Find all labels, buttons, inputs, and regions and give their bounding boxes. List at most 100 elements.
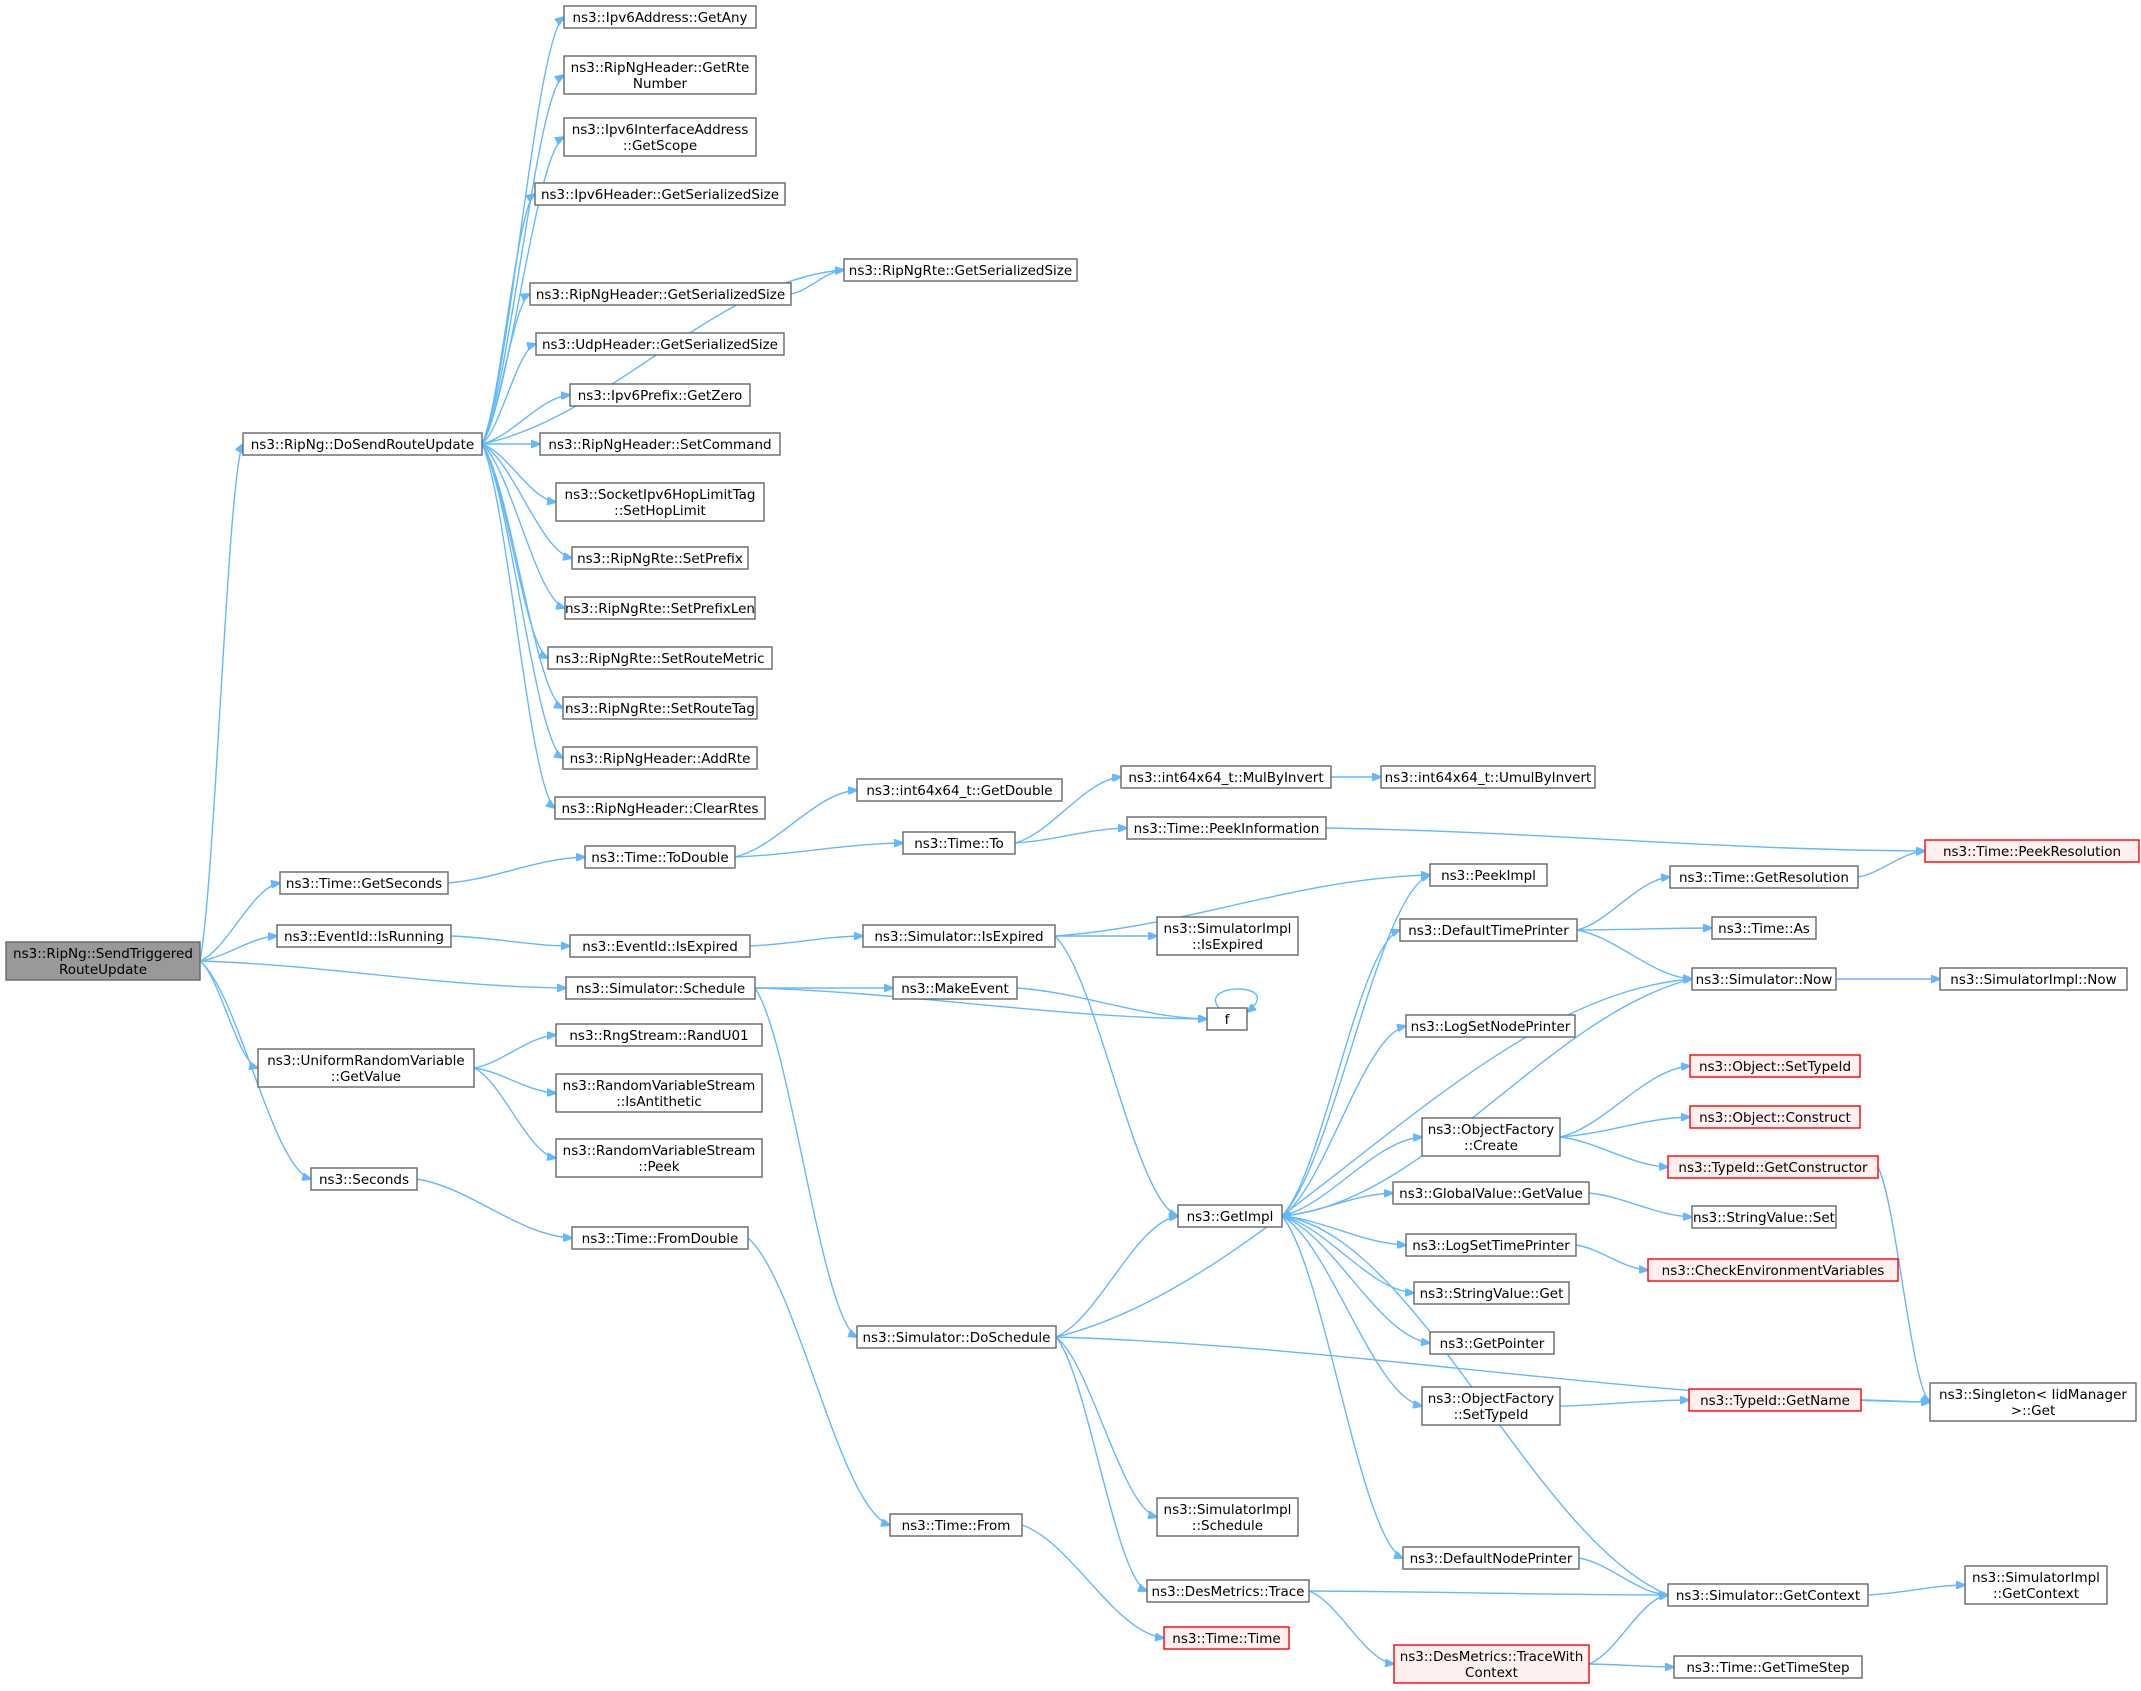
node-logsettimeprinter[interactable]: ns3::LogSetTimePrinter [1405, 1233, 1577, 1257]
node-peekres[interactable]: ns3::Time::PeekResolution [1924, 839, 2140, 863]
node-simnow[interactable]: ns3::Simulator::Now [1691, 967, 1837, 991]
node-objconstruct[interactable]: ns3::Object::Construct [1689, 1105, 1861, 1129]
node-doschedule[interactable]: ns3::Simulator::DoSchedule [856, 1325, 1057, 1349]
node-label: ns3::RandomVariableStream [563, 1143, 756, 1159]
node-timeas[interactable]: ns3::Time::As [1711, 916, 1817, 940]
node-box [569, 934, 751, 958]
node-label: ns3::ObjectFactory [1428, 1391, 1555, 1407]
node-label: ns3::GetImpl [1187, 1209, 1274, 1225]
node-simgetcontext[interactable]: ns3::Simulator::GetContext [1667, 1583, 1869, 1607]
node-getimpl[interactable]: ns3::GetImpl [1177, 1204, 1283, 1228]
node-getconstructor[interactable]: ns3::TypeId::GetConstructor [1667, 1155, 1879, 1179]
node-isantithetic[interactable]: ns3::RandomVariableStream::IsAntithetic [555, 1073, 763, 1113]
node-gettimestep[interactable]: ns3::Time::GetTimeStep [1673, 1655, 1863, 1679]
node-defaulttimeprinter[interactable]: ns3::DefaultTimePrinter [1399, 918, 1578, 942]
node-label: Number [633, 76, 688, 92]
node-peekinfo[interactable]: ns3::Time::PeekInformation [1126, 816, 1327, 840]
node-simimplisexpired[interactable]: ns3::SimulatorImpl::IsExpired [1156, 916, 1299, 956]
edge-getimpl-to-ofsettypeid [1281, 1215, 1422, 1406]
node-addrte[interactable]: ns3::RipNgHeader::AddRte [562, 746, 758, 770]
node-gvgetvalue[interactable]: ns3::GlobalValue::GetValue [1392, 1181, 1590, 1205]
node-i64getdouble[interactable]: ns3::int64x64_t::GetDouble [856, 778, 1063, 802]
node-label: >::Get [2011, 1403, 2055, 1419]
node-label: ::Schedule [1192, 1518, 1263, 1534]
node-box [1429, 863, 1548, 887]
node-simisexpired[interactable]: ns3::Simulator::IsExpired [862, 924, 1056, 948]
edge-uniformgetvalue-to-isantithetic [473, 1067, 556, 1093]
node-dosend[interactable]: ns3::RipNg::DoSendRouteUpdate [242, 432, 483, 456]
node-setprefix[interactable]: ns3::RipNgRte::SetPrefix [571, 546, 749, 570]
node-label: ns3::LogSetTimePrinter [1412, 1238, 1570, 1254]
node-evisexpired[interactable]: ns3::EventId::IsExpired [569, 934, 751, 958]
node-peekimpl[interactable]: ns3::PeekImpl [1429, 863, 1548, 887]
node-mulbyinvert[interactable]: ns3::int64x64_t::MulByInvert [1120, 765, 1332, 789]
node-getseconds[interactable]: ns3::Time::GetSeconds [279, 871, 449, 895]
node-uniformgetvalue[interactable]: ns3::UniformRandomVariable::GetValue [257, 1048, 475, 1088]
node-getpointer[interactable]: ns3::GetPointer [1429, 1331, 1555, 1355]
node-getresolution[interactable]: ns3::Time::GetResolution [1669, 865, 1859, 889]
node-simimplgetcontext[interactable]: ns3::SimulatorImpl::GetContext [1964, 1565, 2108, 1605]
node-label: ns3::Ipv6Header::GetSerializedSize [541, 187, 779, 203]
node-timefrom[interactable]: ns3::Time::From [889, 1513, 1023, 1537]
node-logsetnodeprinter[interactable]: ns3::LogSetNodePrinter [1405, 1014, 1576, 1038]
node-makeevent[interactable]: ns3::MakeEvent [892, 976, 1018, 1000]
node-isrunning[interactable]: ns3::EventId::IsRunning [276, 924, 452, 948]
node-rvspeek[interactable]: ns3::RandomVariableStream::Peek [555, 1138, 763, 1178]
node-box [1380, 765, 1596, 789]
node-singletonget[interactable]: ns3::Singleton< IidManager >::Get [1929, 1382, 2137, 1422]
node-stringvalueget[interactable]: ns3::StringValue::Get [1413, 1281, 1570, 1305]
node-defaultnodeprinter[interactable]: ns3::DefaultNodePrinter [1402, 1546, 1580, 1570]
node-umulbyinvert[interactable]: ns3::int64x64_t::UmulByInvert [1380, 765, 1596, 789]
edge-ofsettypeid-to-typeidgetname [1559, 1400, 1689, 1407]
node-ipv6hdrsize[interactable]: ns3::Ipv6Header::GetSerializedSize [534, 182, 786, 206]
node-label: ns3::RipNgHeader::ClearRtes [562, 801, 759, 817]
node-label: ns3::Seconds [319, 1172, 409, 1188]
node-objsettypeid[interactable]: ns3::Object::SetTypeId [1689, 1054, 1861, 1078]
node-setroutetag[interactable]: ns3::RipNgRte::SetRouteTag [562, 696, 758, 720]
node-checkenv[interactable]: ns3::CheckEnvironmentVariables [1647, 1258, 1899, 1282]
node-stringvalueset[interactable]: ns3::StringValue::Set [1691, 1205, 1837, 1229]
node-label: ns3::Singleton< IidManager [1939, 1387, 2127, 1403]
node-getzero[interactable]: ns3::Ipv6Prefix::GetZero [569, 383, 751, 407]
node-box [539, 432, 781, 456]
edge-simisexpired-to-getimpl [1054, 935, 1178, 1216]
node-label: ns3::Simulator::GetContext [1676, 1588, 1860, 1604]
node-simimplschedule[interactable]: ns3::SimulatorImpl::Schedule [1156, 1497, 1299, 1537]
node-label: ns3::Time::PeekInformation [1134, 821, 1320, 837]
node-udphdrsize[interactable]: ns3::UdpHeader::GetSerializedSize [535, 332, 785, 356]
node-typeidgetname[interactable]: ns3::TypeId::GetName [1688, 1388, 1862, 1412]
node-setroutemetric[interactable]: ns3::RipNgRte::SetRouteMetric [547, 646, 773, 670]
edge-dosend-to-getrtenum [481, 75, 564, 445]
node-ipv6any[interactable]: ns3::Ipv6Address::GetAny [563, 5, 757, 29]
node-label: ns3::SimulatorImpl [1164, 1502, 1292, 1518]
node-timeto[interactable]: ns3::Time::To [902, 831, 1016, 855]
node-timetime[interactable]: ns3::Time::Time [1163, 1626, 1290, 1650]
node-f[interactable]: f [1206, 1007, 1248, 1031]
node-randu01[interactable]: ns3::RngStream::RandU01 [555, 1023, 763, 1047]
node-simimplnow[interactable]: ns3::SimulatorImpl::Now [1939, 967, 2128, 991]
node-todouble[interactable]: ns3::Time::ToDouble [584, 845, 736, 869]
node-seconds[interactable]: ns3::Seconds [310, 1167, 418, 1191]
node-ofsettypeid[interactable]: ns3::ObjectFactory::SetTypeId [1421, 1386, 1561, 1426]
edge-tracewithcontext-to-gettimestep [1588, 1664, 1674, 1667]
node-ripnghdrsize[interactable]: ns3::RipNgHeader::GetSerializedSize [529, 282, 792, 306]
node-sethoplimit[interactable]: ns3::SocketIpv6HopLimitTag::SetHopLimit [555, 482, 765, 522]
node-desmetricstrace[interactable]: ns3::DesMetrics::Trace [1146, 1579, 1310, 1603]
node-schedule[interactable]: ns3::Simulator::Schedule [565, 976, 756, 1000]
node-getscope[interactable]: ns3::Ipv6InterfaceAddress::GetScope [563, 117, 757, 157]
node-setprefixlen[interactable]: ns3::RipNgRte::SetPrefixLen [564, 596, 756, 620]
node-box [5, 941, 201, 981]
node-fromdouble[interactable]: ns3::Time::FromDouble [571, 1226, 749, 1250]
node-ofcreate[interactable]: ns3::ObjectFactory::Create [1421, 1117, 1561, 1157]
node-setcommand[interactable]: ns3::RipNgHeader::SetCommand [539, 432, 781, 456]
node-ripngrtesize[interactable]: ns3::RipNgRte::GetSerializedSize [843, 258, 1078, 282]
edge-gvgetvalue-to-stringvalueset [1588, 1192, 1692, 1217]
edge-defaultnodeprinter-to-simgetcontext [1578, 1557, 1668, 1595]
node-box [1669, 865, 1859, 889]
node-box [535, 332, 785, 356]
node-clearrtes[interactable]: ns3::RipNgHeader::ClearRtes [554, 796, 766, 820]
